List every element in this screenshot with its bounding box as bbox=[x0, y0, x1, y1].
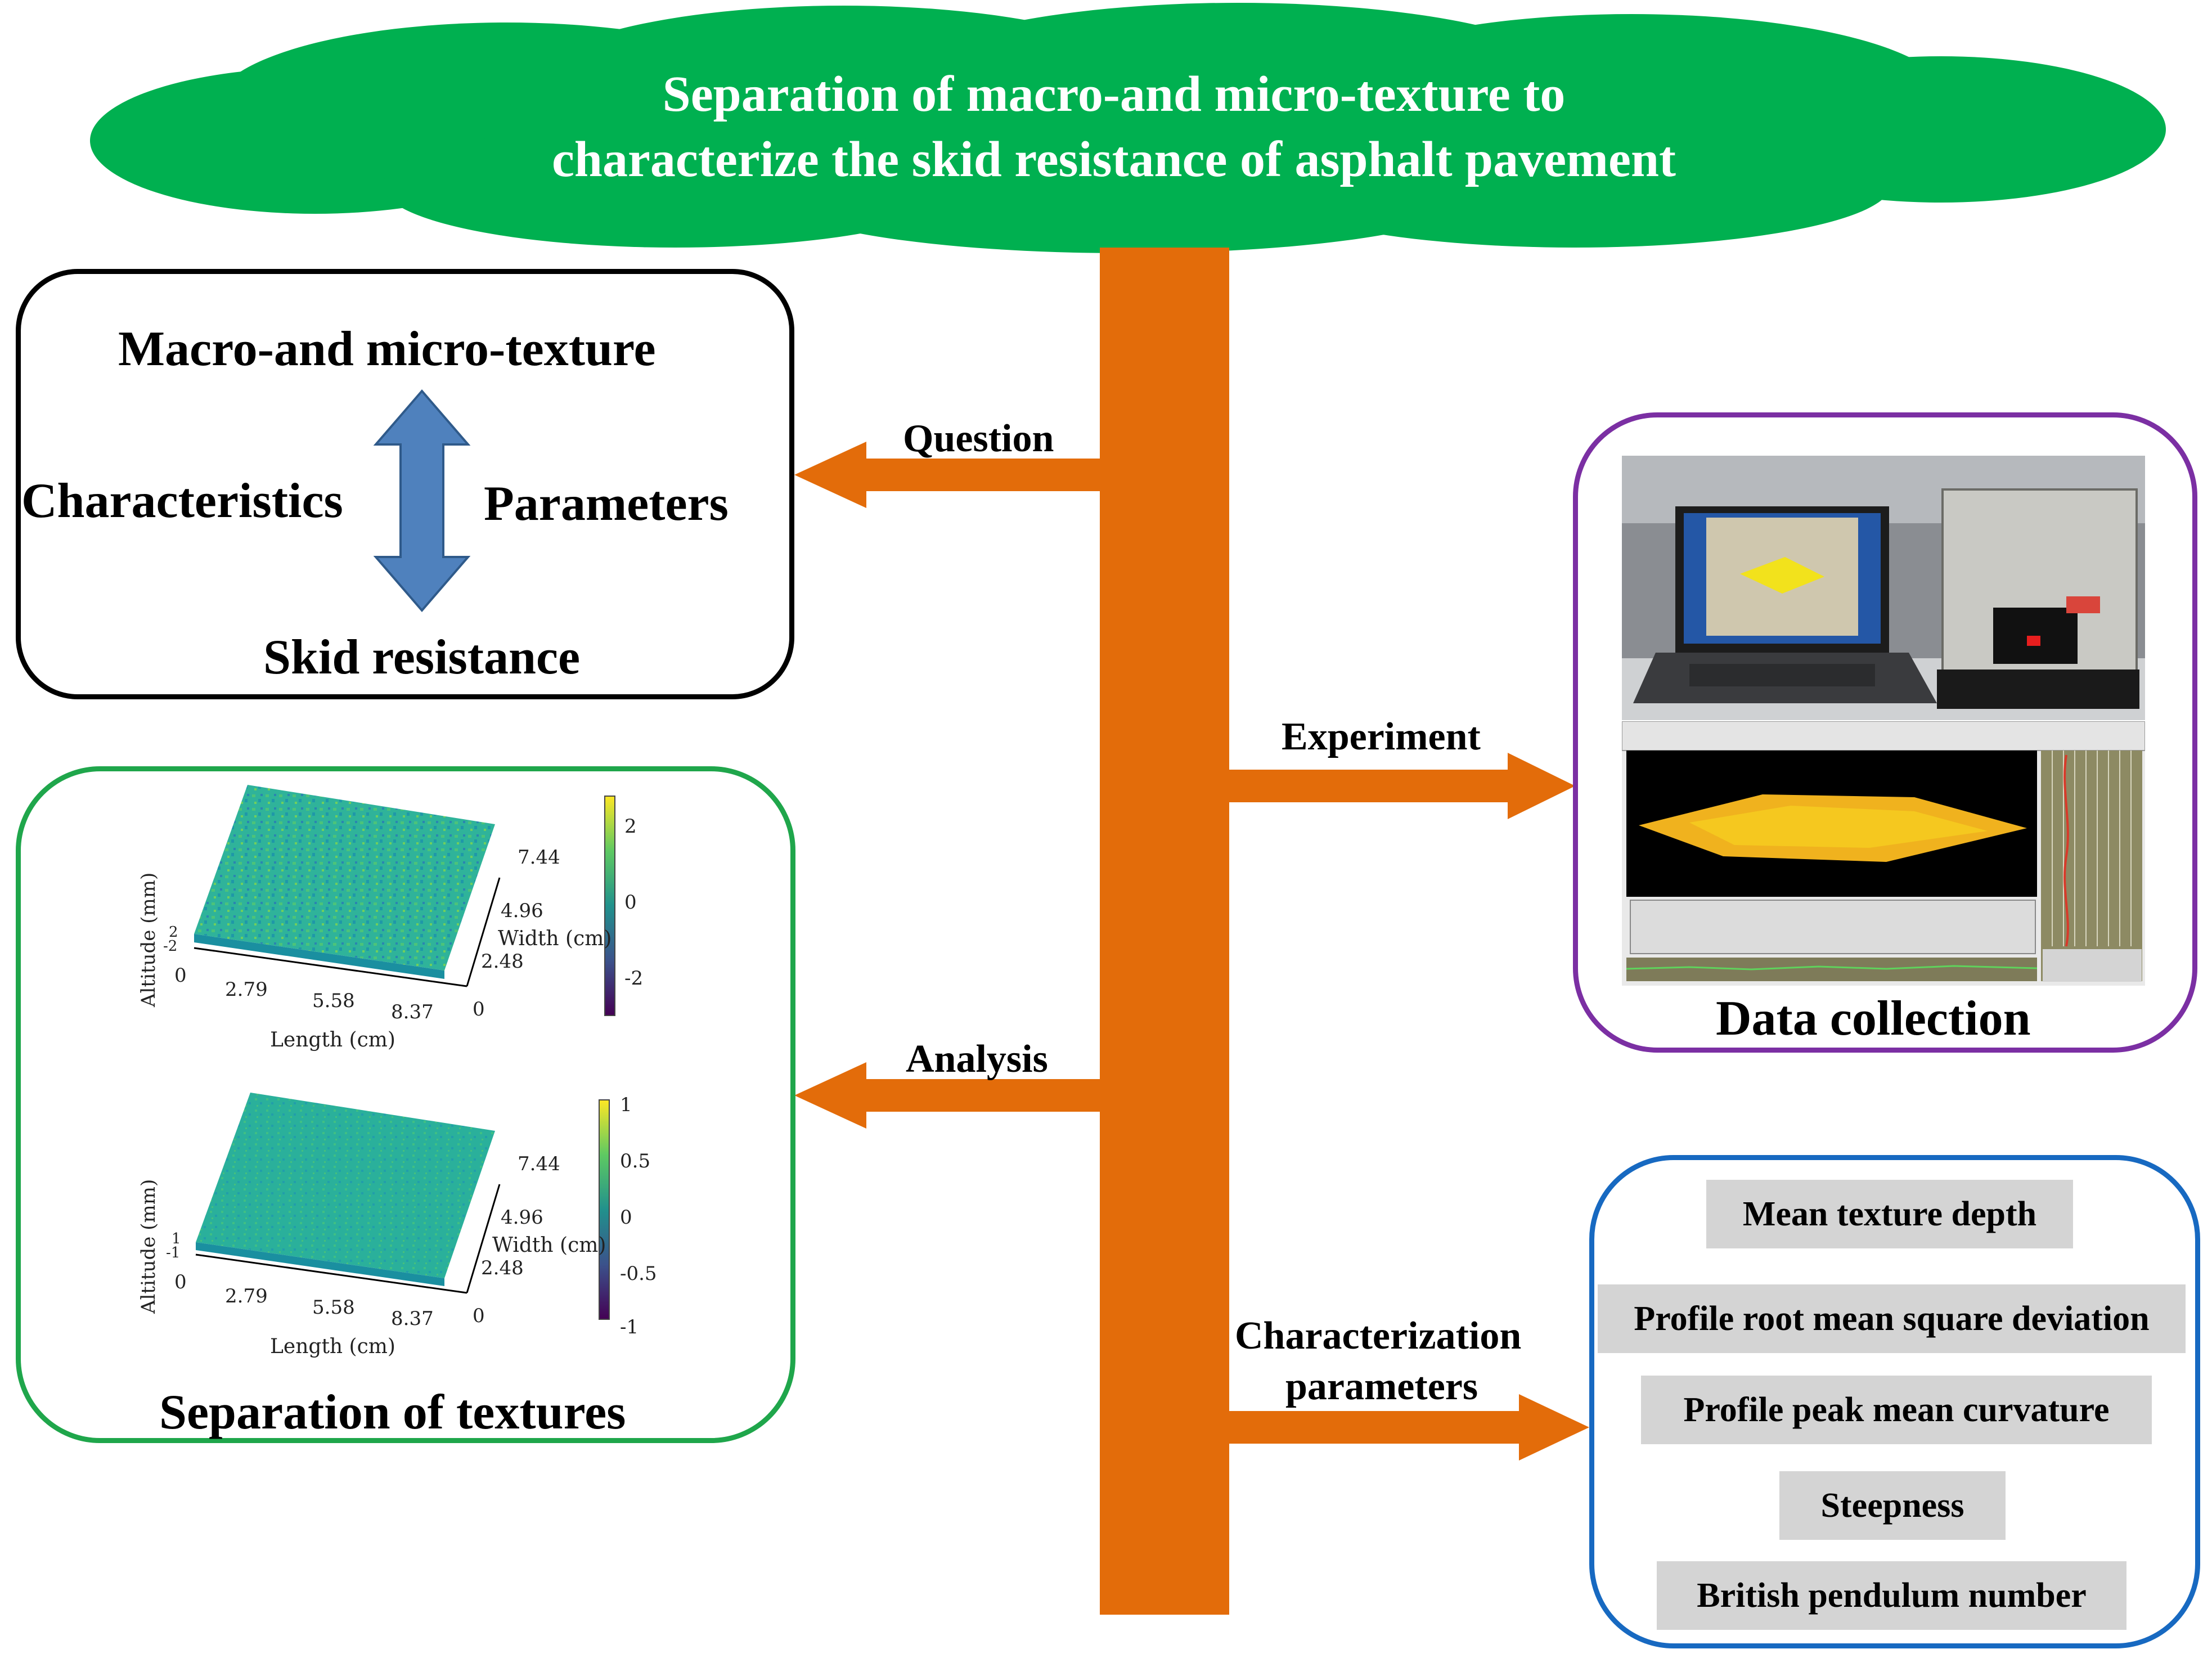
experiment-label: Experiment bbox=[1282, 715, 1481, 758]
param-british-pendulum-number: British pendulum number bbox=[1657, 1561, 2126, 1630]
title-line-1: Separation of macro-and micro-texture to bbox=[662, 66, 1566, 122]
skid-resistance-label: Skid resistance bbox=[263, 630, 581, 685]
x1-tick-0: 0 bbox=[174, 964, 187, 987]
texture-plot-2: 1 0.5 0 -0.5 -1 7.44 4.96 2.48 0 0 2.79 … bbox=[137, 1093, 657, 1358]
cb2-tick-4: -1 bbox=[620, 1316, 639, 1338]
diagram-title: Separation of macro-and micro-texture to… bbox=[394, 62, 1834, 192]
y2-tick-1: 2.48 bbox=[481, 1257, 524, 1279]
z1-tick-2: -2 bbox=[163, 938, 177, 955]
z1-label: Altitude (mm) bbox=[137, 873, 160, 1008]
macro-micro-texture-label: Macro-and micro-texture bbox=[118, 322, 656, 376]
cb2-tick-3: -0.5 bbox=[620, 1262, 657, 1285]
experiment-arrow-shaft bbox=[1226, 770, 1519, 802]
question-label: Question bbox=[903, 417, 1054, 460]
question-arrow-shaft bbox=[858, 459, 1103, 491]
software-screenshot bbox=[1622, 721, 2145, 986]
y2-label: Width (cm) bbox=[492, 1234, 606, 1257]
y2-tick-2: 4.96 bbox=[501, 1206, 543, 1229]
data-collection-caption: Data collection bbox=[1716, 991, 2031, 1046]
z2-tick-2: -1 bbox=[166, 1244, 180, 1261]
param-steepness: Steepness bbox=[1779, 1471, 2006, 1540]
surface-2 bbox=[196, 1093, 495, 1278]
x2-tick-3: 8.37 bbox=[391, 1307, 434, 1330]
analysis-arrow-shaft bbox=[858, 1079, 1103, 1112]
question-arrow-head bbox=[794, 442, 866, 508]
characterization-label-1: Characterization bbox=[1235, 1314, 1522, 1358]
double-arrow-icon bbox=[373, 389, 471, 613]
x2-tick-2: 5.58 bbox=[312, 1296, 355, 1319]
characterization-arrow-shaft bbox=[1226, 1411, 1525, 1444]
y1-tick-1: 2.48 bbox=[481, 950, 524, 973]
param-profile-peak-curvature: Profile peak mean curvature bbox=[1641, 1376, 2152, 1444]
experiment-arrow-head bbox=[1508, 753, 1575, 819]
surface-1 bbox=[194, 785, 495, 970]
analysis-arrow-head bbox=[794, 1062, 866, 1129]
x2-label: Length (cm) bbox=[270, 1335, 395, 1358]
x1-label: Length (cm) bbox=[270, 1028, 395, 1052]
cb1-tick-2: -2 bbox=[624, 967, 643, 990]
z2-label: Altitude (mm) bbox=[137, 1179, 160, 1314]
colorbar-2 bbox=[599, 1099, 610, 1320]
title-line-2: characterize the skid resistance of asph… bbox=[551, 132, 1676, 187]
characterization-label-2: parameters bbox=[1285, 1365, 1478, 1408]
colorbar-1 bbox=[604, 796, 615, 1016]
y1-label: Width (cm) bbox=[498, 927, 612, 950]
cb2-tick-2: 0 bbox=[620, 1206, 632, 1229]
param-profile-rms-deviation: Profile root mean square deviation bbox=[1598, 1284, 2186, 1353]
characterization-arrow-head bbox=[1519, 1394, 1589, 1461]
x1-tick-2: 5.58 bbox=[312, 990, 355, 1012]
x1-tick-3: 8.37 bbox=[391, 1001, 434, 1023]
x2-tick-0: 0 bbox=[174, 1271, 187, 1293]
characteristics-label: Characteristics bbox=[21, 474, 343, 528]
parameters-label: Parameters bbox=[484, 477, 729, 531]
equipment-photo bbox=[1622, 456, 2145, 720]
y1-tick-2: 4.96 bbox=[501, 900, 543, 922]
z2-tick-0: 1 bbox=[172, 1230, 181, 1247]
y2-tick-3: 7.44 bbox=[518, 1153, 560, 1175]
x1-tick-1: 2.79 bbox=[225, 978, 268, 1001]
cb1-tick-0: 2 bbox=[624, 815, 637, 838]
cb2-tick-1: 0.5 bbox=[620, 1150, 650, 1172]
z1-tick-0: 2 bbox=[169, 924, 178, 941]
analysis-label: Analysis bbox=[906, 1037, 1048, 1081]
y2-tick-0: 0 bbox=[473, 1305, 485, 1327]
param-mean-texture-depth: Mean texture depth bbox=[1706, 1180, 2073, 1248]
texture-plot-1: 2 0 -2 7.44 4.96 2.48 0 0 2.79 5.58 8.37… bbox=[137, 785, 643, 1052]
cb2-tick-0: 1 bbox=[620, 1094, 632, 1116]
cb1-tick-1: 0 bbox=[624, 891, 637, 914]
x2-tick-1: 2.79 bbox=[225, 1285, 268, 1307]
y1-tick-3: 7.44 bbox=[518, 846, 560, 869]
separation-caption: Separation of textures bbox=[159, 1385, 626, 1440]
title-cloud bbox=[90, 3, 2166, 253]
y1-tick-0: 0 bbox=[473, 998, 485, 1021]
trunk bbox=[1100, 248, 1229, 1615]
